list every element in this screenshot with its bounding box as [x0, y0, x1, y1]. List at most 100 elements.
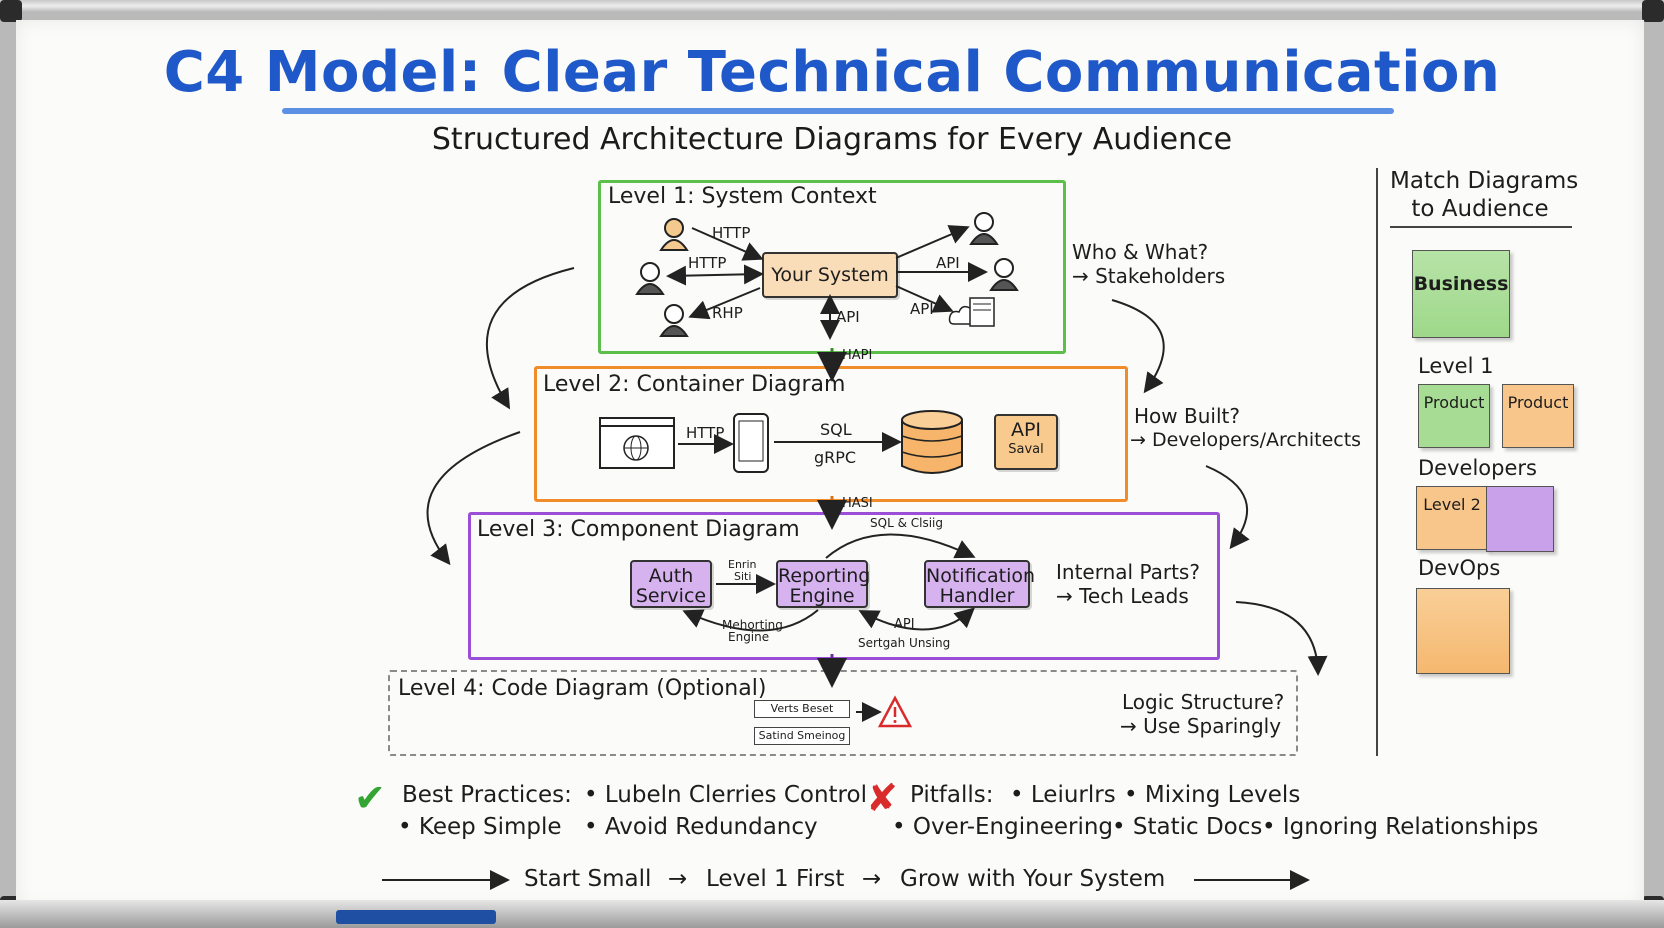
product-sticky-note-green: Product: [1418, 384, 1490, 448]
marker-pen: [336, 910, 496, 924]
level4-note-question: Logic Structure?: [1122, 690, 1285, 714]
business-label: Business: [1413, 273, 1509, 295]
edge-label-bottom: Sertgah Unsing: [858, 636, 951, 650]
pitfall-item: • Mixing Levels: [1124, 782, 1301, 808]
auth-service-node: Auth Service: [630, 560, 712, 608]
code-box-2-label: Satind Smeinog: [758, 729, 846, 742]
arrow: [682, 609, 819, 632]
arrow: [895, 285, 954, 313]
connector-label-l2-l3: HASI: [842, 496, 873, 511]
level3-note-audience: → Tech Leads: [1056, 584, 1189, 608]
flow-arrow-right: [1205, 465, 1250, 550]
arrow: [688, 287, 761, 320]
business-sticky-note: Business: [1412, 250, 1510, 338]
level2-title: Level 2: Container Diagram: [543, 372, 846, 397]
footer-arrow: →: [862, 866, 882, 892]
sidebar-developers-heading: Developers: [1418, 456, 1537, 480]
title-underline: [282, 108, 1394, 114]
product-label-1: Product: [1423, 393, 1485, 412]
edge-label-api-up: API: [936, 254, 960, 272]
product-label-2: Product: [1507, 393, 1569, 412]
arrow: [858, 607, 975, 631]
flow-arrow-left: [485, 267, 575, 410]
reporting-engine-label-1: Reporting: [778, 565, 871, 587]
connector-label-l1-l2: HAPI: [842, 348, 873, 363]
edge-label-http-top: HTTP: [712, 224, 751, 242]
devops-sticky-note: [1416, 588, 1510, 674]
page-subtitle: Structured Architecture Diagrams for Eve…: [431, 122, 1233, 157]
level2-note-question: How Built?: [1134, 404, 1240, 428]
level1-note-question: Who & What?: [1072, 240, 1209, 264]
flow-arrow-right: [1111, 299, 1165, 394]
notification-handler-node: Notification Handler: [924, 560, 1036, 608]
marker-tray: [0, 900, 1664, 928]
database-icon: [901, 410, 963, 474]
footer-step-3: Grow with Your System: [900, 866, 1166, 892]
person-icon: [635, 262, 665, 295]
browser-icon: [599, 417, 675, 469]
person-icon: [969, 212, 999, 245]
arrow: [691, 227, 764, 261]
pitfall-item: • Ignoring Relationships: [1262, 814, 1539, 840]
best-practice-item: • Avoid Redundancy: [584, 814, 818, 840]
arrow: [895, 225, 970, 259]
pitfall-item: • Leiurlrs: [1010, 782, 1116, 808]
arrow: [825, 533, 976, 559]
notification-handler-label-2: Handler: [939, 585, 1015, 607]
product-sticky-note-orange: Product: [1502, 384, 1574, 448]
notification-handler-label-1: Notification: [926, 565, 1036, 587]
edge-label-api-down: API: [836, 308, 860, 326]
sidebar-level1-heading: Level 1: [1418, 354, 1494, 378]
level4-title: Level 4: Code Diagram (Optional): [398, 676, 767, 701]
mobile-icon: [733, 413, 769, 473]
edge-label-http-bot: RHP: [712, 304, 743, 322]
edge-label-sql-config: SQL & Clsiig: [870, 516, 943, 530]
footer-step-1: Start Small: [524, 866, 652, 892]
edge-label-api-bot: API: [910, 300, 934, 318]
sidebar-devops-heading: DevOps: [1418, 556, 1501, 580]
edge-label-small-1: Enrin: [728, 558, 757, 571]
page-title: C4 Model: Clear Technical Communication: [163, 40, 1501, 105]
frame-corner: [1642, 0, 1664, 22]
pitfall-item: • Static Docs: [1112, 814, 1263, 840]
auth-service-label-1: Auth: [648, 565, 694, 587]
cloud-icon: [948, 297, 995, 327]
reporting-engine-node: Reporting Engine: [776, 560, 871, 608]
level2-note-audience: → Developers/Architects: [1130, 429, 1362, 451]
edge-label-back-2: Engine: [728, 630, 770, 644]
sidebar-title-line2: to Audience: [1411, 196, 1549, 222]
footer-arrow: →: [668, 866, 688, 892]
code-box-1-label: Verts Beset: [770, 702, 834, 715]
level2-sticky-label: Level 2: [1423, 495, 1481, 514]
person-icon: [659, 218, 689, 251]
whiteboard-surface: [16, 20, 1644, 908]
arrow: [666, 264, 764, 286]
sidebar-title-underline: [1390, 226, 1572, 228]
api-server-node: API Saval: [994, 414, 1058, 470]
check-icon: ✔: [354, 776, 386, 820]
frame-corner: [0, 0, 22, 22]
level3-title: Level 3: Component Diagram: [477, 517, 800, 542]
auth-service-label-2: Service: [635, 585, 707, 607]
level4-note-audience: → Use Sparingly: [1120, 714, 1282, 738]
your-system-label: Your System: [771, 264, 889, 286]
best-practices-heading: Best Practices:: [402, 782, 572, 808]
cross-icon: ✘: [866, 776, 898, 820]
purple-sticky-note: [1486, 486, 1554, 552]
pitfalls-heading: Pitfalls:: [910, 782, 994, 808]
reporting-engine-label-2: Engine: [789, 585, 855, 607]
sidebar-title-line1: Match Diagrams: [1390, 168, 1579, 194]
level3-note-question: Internal Parts?: [1056, 560, 1200, 584]
level2-sticky-note: Level 2: [1416, 486, 1488, 550]
edge-label-small-2: Siti: [734, 570, 752, 583]
api-server-label: API: [1010, 419, 1042, 441]
footer-step-2: Level 1 First: [706, 866, 845, 892]
api-server-sublabel: Saval: [1008, 442, 1044, 457]
edge-label-sql: SQL: [820, 420, 852, 439]
best-practice-item: • Keep Simple: [398, 814, 562, 840]
best-practice-item: • Lubeln Clerries Control: [584, 782, 867, 808]
level1-note-audience: → Stakeholders: [1072, 264, 1226, 288]
flow-arrow-right: [1235, 601, 1328, 676]
